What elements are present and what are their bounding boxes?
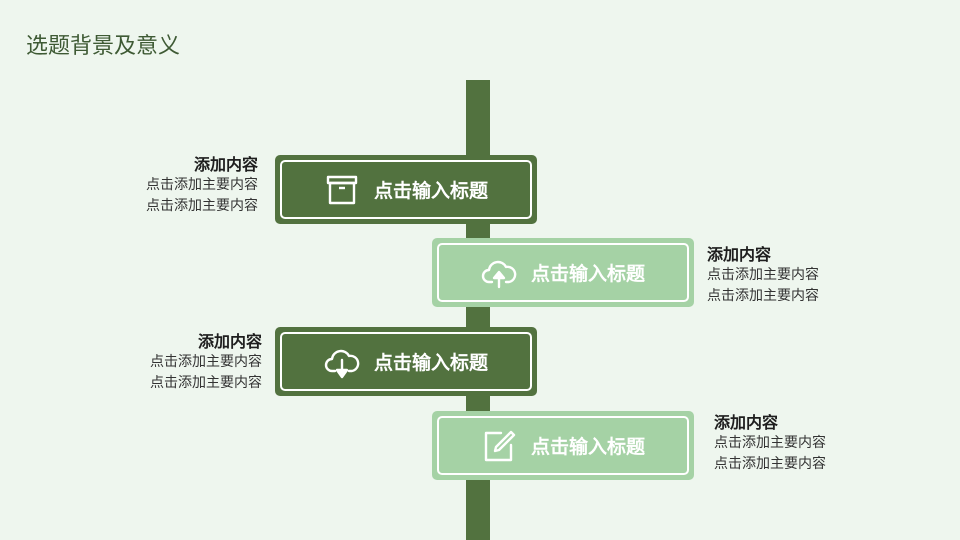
note-3-line-1: 点击添加主要内容 <box>150 354 262 370</box>
sign-1-frame: 点击输入标题 <box>280 160 532 219</box>
note-2: 添加内容 点击添加主要内容 点击添加主要内容 <box>707 244 819 307</box>
sign-1-label: 点击输入标题 <box>373 180 488 202</box>
sign-2[interactable]: 点击输入标题 <box>432 238 694 307</box>
note-2-line-2: 点击添加主要内容 <box>707 288 819 304</box>
note-2-heading: 添加内容 <box>707 245 772 264</box>
edit-icon <box>481 428 517 464</box>
note-3-line-2: 点击添加主要内容 <box>150 375 262 391</box>
note-3: 添加内容 点击添加主要内容 点击添加主要内容 <box>150 331 262 394</box>
sign-4-frame: 点击输入标题 <box>437 416 689 475</box>
note-4-line-2: 点击添加主要内容 <box>714 456 826 472</box>
cloud-download-icon <box>324 344 360 380</box>
note-4-heading: 添加内容 <box>714 413 779 432</box>
note-3-heading: 添加内容 <box>197 332 262 351</box>
note-1-line-1: 点击添加主要内容 <box>146 177 258 193</box>
sign-3[interactable]: 点击输入标题 <box>275 327 537 396</box>
sign-2-frame: 点击输入标题 <box>437 243 689 302</box>
sign-4-label: 点击输入标题 <box>530 436 645 458</box>
note-4: 添加内容 点击添加主要内容 点击添加主要内容 <box>714 412 826 475</box>
note-4-line-1: 点击添加主要内容 <box>714 435 826 451</box>
sign-3-frame: 点击输入标题 <box>280 332 532 391</box>
note-1: 添加内容 点击添加主要内容 点击添加主要内容 <box>146 154 258 217</box>
cloud-upload-icon <box>481 255 517 291</box>
sign-2-label: 点击输入标题 <box>530 263 645 285</box>
sign-1[interactable]: 点击输入标题 <box>275 155 537 224</box>
note-1-line-2: 点击添加主要内容 <box>146 198 258 214</box>
sign-3-label: 点击输入标题 <box>373 352 488 374</box>
box-icon <box>324 172 360 208</box>
note-1-heading: 添加内容 <box>193 155 258 174</box>
sign-4[interactable]: 点击输入标题 <box>432 411 694 480</box>
slide-title: 选题背景及意义 <box>26 34 181 59</box>
note-2-line-1: 点击添加主要内容 <box>707 267 819 283</box>
